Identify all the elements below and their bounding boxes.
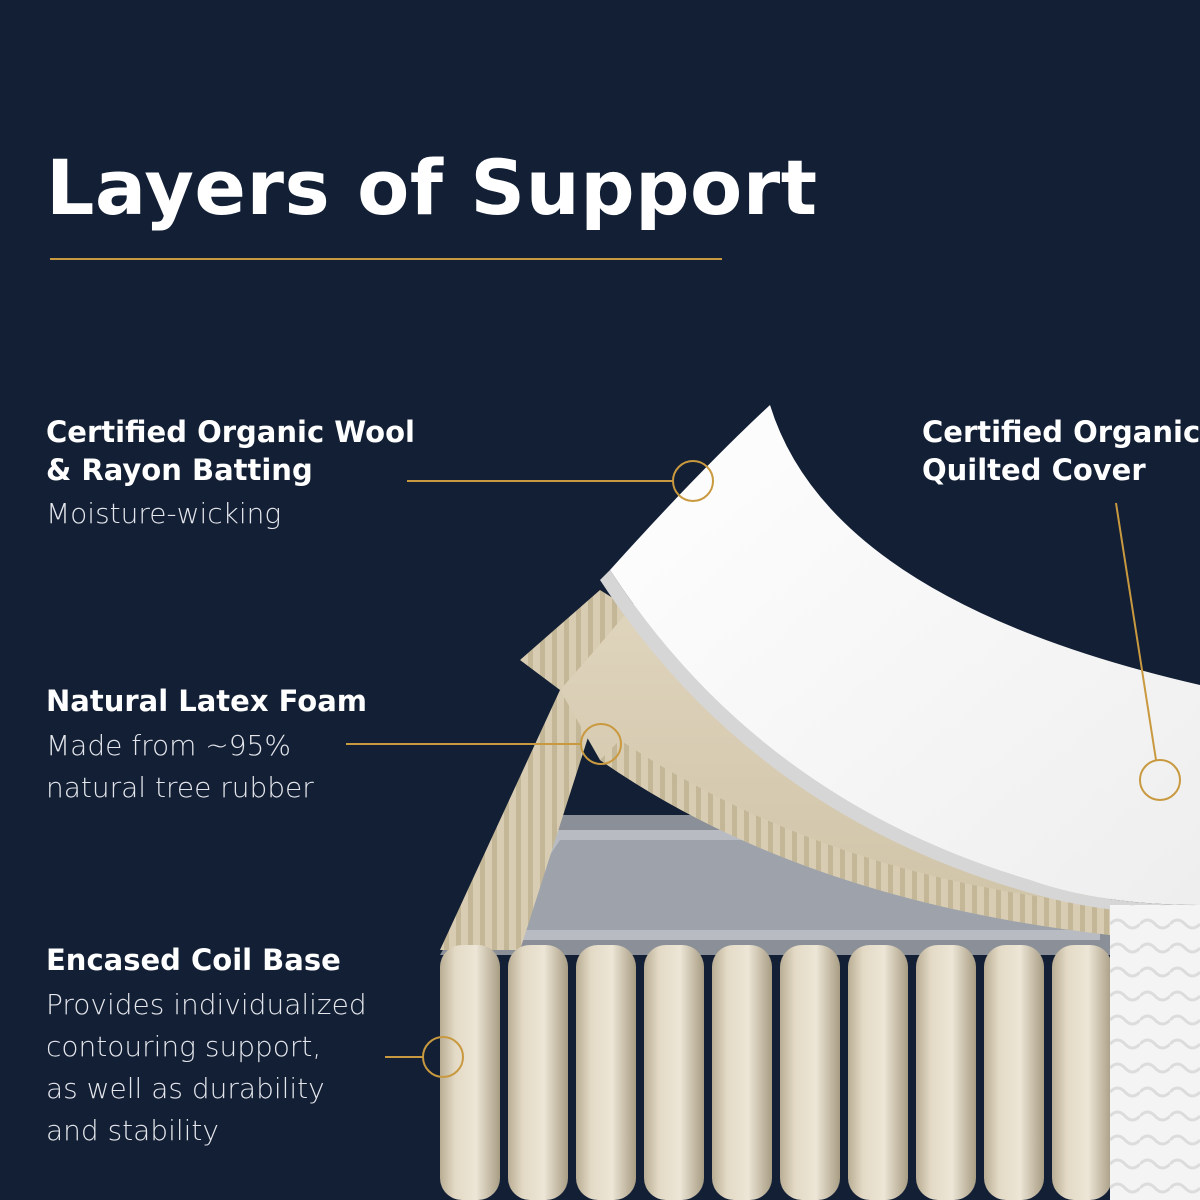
quilted-cover-panel <box>1110 905 1200 1200</box>
latex-foam-description-line1: Made from ~95% <box>46 728 291 762</box>
wool-batting-label: Certified Organic Wool & Rayon Batting M… <box>46 414 415 535</box>
callout-wool <box>407 460 714 502</box>
coil-base-description-line1: Provides individualized <box>46 987 367 1021</box>
wool-batting-description: Moisture-wicking <box>46 497 282 531</box>
quilted-cover-heading-line1: Certified Organic <box>922 415 1200 449</box>
wool-batting-layer <box>600 405 1200 915</box>
quilted-cover-heading-line2: Quilted Cover <box>922 452 1146 487</box>
wool-batting-heading-line2: & Rayon Batting <box>46 452 313 487</box>
coil-base-description-line4: and stability <box>46 1113 219 1147</box>
page-title: Layers of Support <box>46 143 818 232</box>
coil-base-heading: Encased Coil Base <box>46 943 341 977</box>
coil-base <box>440 945 1112 1200</box>
latex-back-edge <box>440 590 640 950</box>
coil-base-label: Encased Coil Base Provides individualize… <box>46 942 367 1152</box>
callout-latex <box>346 723 622 765</box>
callout-cover <box>1115 502 1181 801</box>
coil-base-description-line2: contouring support, <box>46 1029 322 1063</box>
latex-foam-description-line2: natural tree rubber <box>46 770 314 804</box>
wool-batting-heading-line1: Certified Organic Wool <box>46 415 415 449</box>
callout-coil <box>385 1036 464 1078</box>
quilted-cover-label: Certified Organic Quilted Cover <box>922 414 1200 489</box>
coil-base-description-line3: as well as durability <box>46 1071 325 1105</box>
latex-foam-label: Natural Latex Foam Made from ~95% natura… <box>46 683 367 809</box>
title-underline <box>50 258 722 260</box>
latex-foam-heading: Natural Latex Foam <box>46 684 367 718</box>
